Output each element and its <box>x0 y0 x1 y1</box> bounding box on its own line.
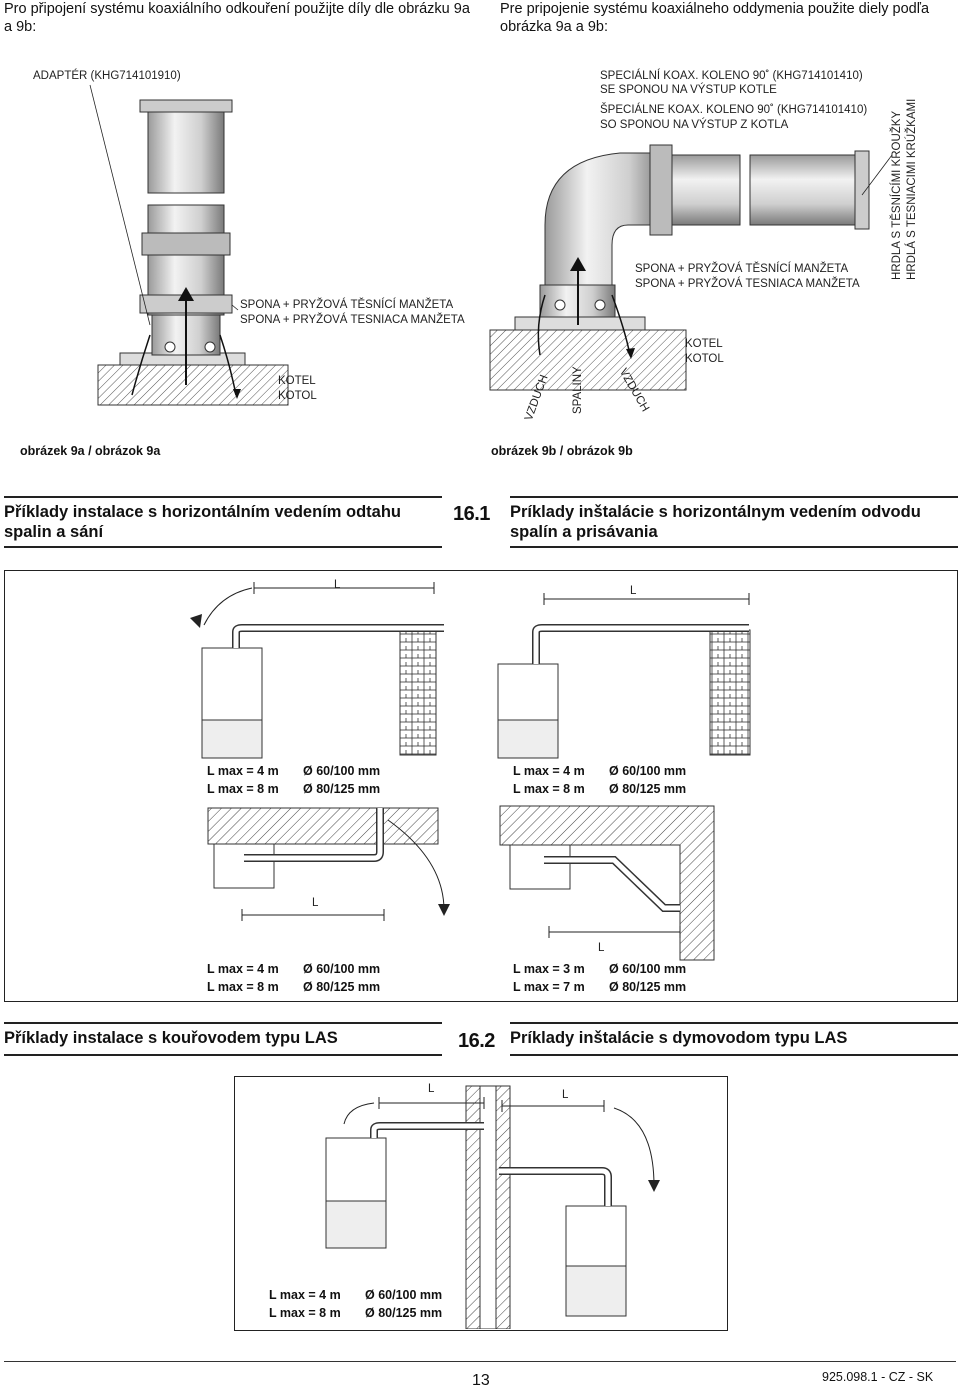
boiler-top-9a <box>97 364 289 406</box>
flue-label: SPALINY <box>572 366 584 414</box>
elbow-label-sk-2: SO SPONOU NA VÝSTUP Z KOTLA <box>600 119 789 131</box>
clamp-label-sk-9b: SPONA + PRYŽOVÁ TESNIACA MANŽETA <box>635 278 860 290</box>
section-16-2-header-cz: Příklady instalace s kouřovodem typu LAS <box>4 1022 442 1056</box>
las-dim-label-2: L <box>562 1089 569 1101</box>
boiler-4 <box>509 844 571 890</box>
caption-9b: obrázek 9b / obrázok 9b <box>491 444 633 458</box>
clamp-label-cz-9a: SPONA + PRYŽOVÁ TĚSNÍCÍ MANŽETA <box>240 299 454 311</box>
boiler-3 <box>213 843 275 889</box>
boiler-label-cz-9b: KOTEL <box>685 338 723 350</box>
section-16-2-frame <box>234 1076 728 1331</box>
footer-rule <box>4 1361 956 1362</box>
page-number: 13 <box>472 1372 490 1389</box>
section-16-2-drawing <box>325 1085 660 1329</box>
pipe-upper-9a <box>147 102 225 194</box>
elbow-label-cz-1: SPECIÁLNÍ KOAX. KOLENO 90˚ (KHG714101410… <box>600 70 863 82</box>
caption-9a: obrázek 9a / obrázok 9a <box>20 444 161 458</box>
intro-sk: Pre pripojenie systému koaxiálneho oddym… <box>500 1 930 35</box>
section-16-1-frame <box>4 570 958 1002</box>
socket-label-sk: HRDLÁ S TESNIACIMI KRÚŽKAMI <box>906 98 918 280</box>
section-16-1-title-sk: Príklady inštalácie s horizontálnym vede… <box>510 503 921 541</box>
section-16-2-title-cz: Příklady instalace s kouřovodem typu LAS <box>4 1029 338 1047</box>
horizontal-pipe-9b <box>749 154 861 226</box>
dim-label-4: L <box>598 942 605 954</box>
las-dim-label-1: L <box>428 1083 435 1095</box>
dim-label-3: L <box>312 897 319 909</box>
section-16-1-drawing <box>190 582 751 961</box>
boiler-label-sk-9a: KOTOL <box>278 390 317 402</box>
clamp-label-sk-9a: SPONA + PRYŽOVÁ TESNIACA MANŽETA <box>240 314 465 326</box>
boiler-label-cz-9a: KOTEL <box>278 375 316 387</box>
section-16-1-header-cz: Příklady instalace s horizontálním veden… <box>4 496 442 548</box>
dim-label-1: L <box>334 579 341 591</box>
document-code: 925.098.1 - CZ - SK <box>822 1370 934 1384</box>
section-16-1-header-sk: Príklady inštalácie s horizontálnym vede… <box>510 496 958 548</box>
section-16-2-title-sk: Príklady inštalácie s dymovodom typu LAS <box>510 1029 848 1047</box>
boiler-top-9b <box>489 329 687 391</box>
figure-9-drawing <box>89 84 893 406</box>
socket-label-cz: HRDLA S TĚSNÍCÍMI KROUŽKY <box>891 110 903 280</box>
adapter-label: ADAPTÉR (KHG714101910) <box>33 70 181 82</box>
elbow-label-cz-2: SE SPONOU NA VÝSTUP KOTLE <box>600 84 777 96</box>
dim-label-2: L <box>630 585 637 597</box>
intro-cz: Pro připojení systému koaxiálního odkouř… <box>4 1 470 35</box>
elbow-label-sk-1: ŠPECIÁLNE KOAX. KOLENO 90˚ (KHG714101410… <box>600 104 868 116</box>
clamp-label-cz-9b: SPONA + PRYŽOVÁ TĚSNÍCÍ MANŽETA <box>635 263 849 275</box>
elbow-9b <box>544 152 666 286</box>
section-16-1-number: 16.1 <box>453 503 490 525</box>
section-16-2-header-sk: Príklady inštalácie s dymovodom typu LAS <box>510 1022 958 1056</box>
boiler-label-sk-9b: KOTOL <box>685 353 724 365</box>
section-16-2-number: 16.2 <box>458 1030 495 1052</box>
section-16-1-title-cz: Příklady instalace s horizontálním veden… <box>4 503 402 541</box>
